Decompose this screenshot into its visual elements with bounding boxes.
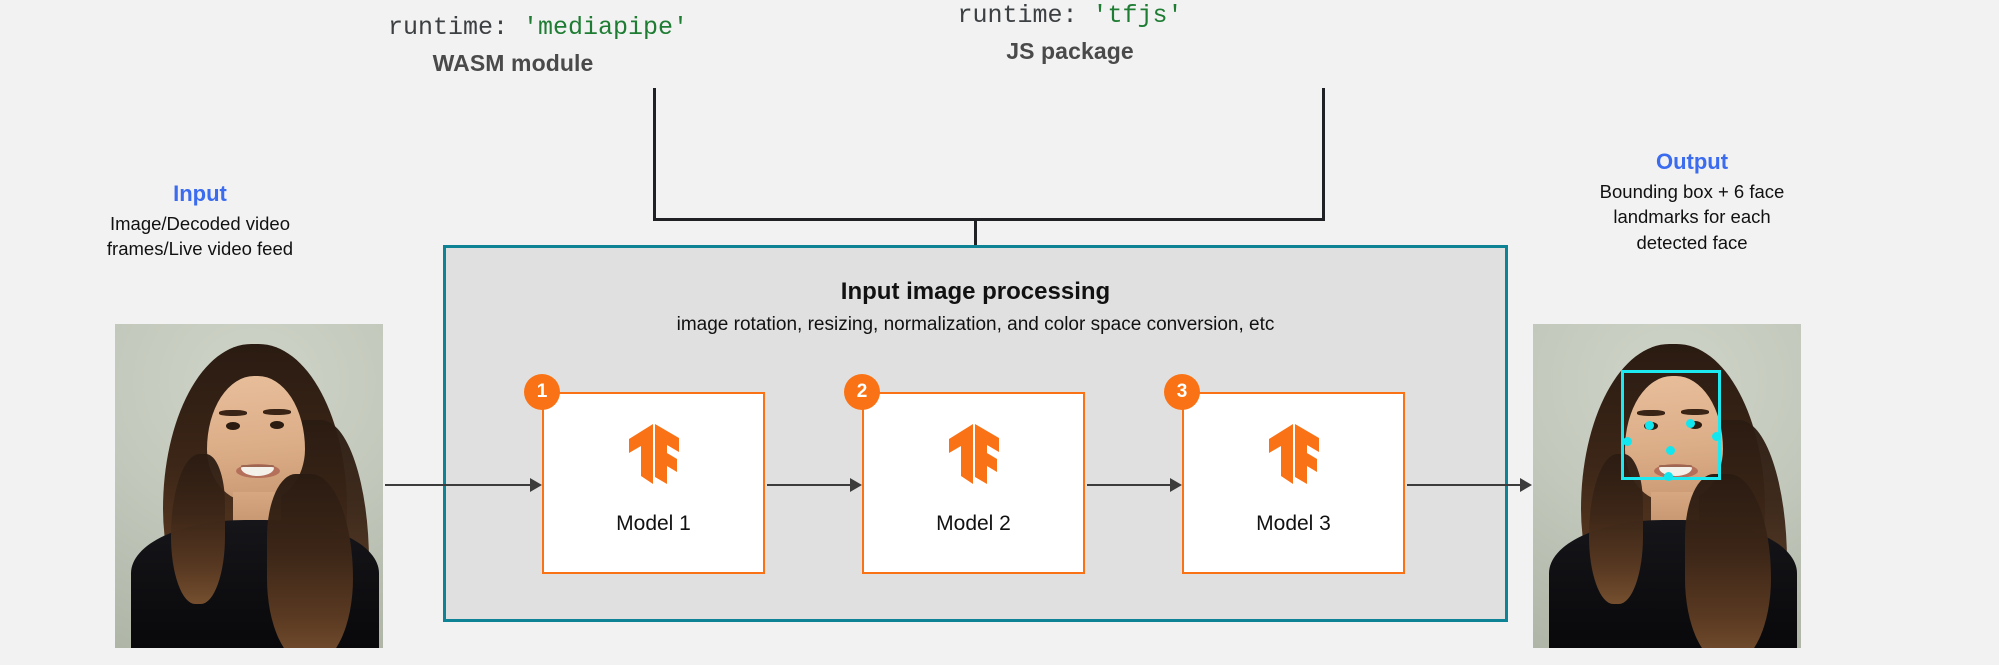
input-caption: Input Image/Decoded video frames/Live vi… xyxy=(85,180,315,262)
runtime-subtitle-wasm: WASM module xyxy=(432,49,594,76)
arrow-input-to-model1-line xyxy=(385,484,531,486)
runtime-code-mediapipe: runtime: 'mediapipe' xyxy=(388,13,688,42)
hair-front-left xyxy=(171,454,225,604)
input-photo xyxy=(115,324,383,648)
teeth xyxy=(1659,467,1692,476)
teeth xyxy=(241,467,274,476)
eyebrow-left xyxy=(219,410,247,416)
face-bounding-box xyxy=(1621,370,1721,480)
bracket-left-stem xyxy=(653,88,656,220)
arrow-model2-to-model3-head xyxy=(1170,478,1182,492)
model-badge-1: 1 xyxy=(524,374,560,410)
output-description-line-1: Bounding box + 6 face xyxy=(1599,180,1785,202)
bracket-horizontal xyxy=(653,218,1325,221)
eyebrow-right xyxy=(1681,409,1709,415)
arrow-model1-to-model2-head xyxy=(850,478,862,492)
input-title: Input xyxy=(173,181,227,206)
model-label-3: Model 3 xyxy=(1256,512,1331,535)
landmark-eye-right xyxy=(1686,419,1695,428)
output-caption: Output Bounding box + 6 face landmarks f… xyxy=(1552,148,1832,255)
eye-left xyxy=(226,422,240,430)
hair-front-right xyxy=(267,474,353,648)
model-card-2[interactable]: Model 2 xyxy=(862,392,1085,574)
output-photo xyxy=(1533,324,1801,648)
runtime-code-tfjs: runtime: 'tfjs' xyxy=(945,2,1195,30)
hair-front-right xyxy=(1685,474,1771,648)
model-label-1: Model 1 xyxy=(616,512,691,535)
runtime-subtitle-js-package: JS package xyxy=(1006,37,1134,64)
bracket-right-stem xyxy=(1322,88,1325,220)
eye-right xyxy=(270,421,284,429)
landmark-mouth xyxy=(1664,472,1673,481)
model-label-2: Model 2 xyxy=(936,512,1011,535)
arrow-model1-to-model2-line xyxy=(767,484,851,486)
arrow-model2-to-model3-line xyxy=(1087,484,1171,486)
landmark-ear-left xyxy=(1623,437,1632,446)
processing-subtitle: image rotation, resizing, normalization,… xyxy=(676,314,1275,335)
output-title: Output xyxy=(1655,149,1729,174)
tensorflow-logo-icon xyxy=(945,422,1003,491)
runtime-code-value: 'mediapipe' xyxy=(523,13,689,42)
landmark-eye-left xyxy=(1645,421,1654,430)
landmark-nose xyxy=(1666,446,1675,455)
eyebrow-left xyxy=(1637,410,1665,416)
landmark-ear-right xyxy=(1712,432,1721,441)
runtime-code-prefix: runtime: xyxy=(957,1,1093,30)
runtime-code-prefix: runtime: xyxy=(388,13,524,42)
arrow-model3-to-output-head xyxy=(1520,478,1532,492)
tensorflow-logo-icon xyxy=(1265,422,1323,491)
runtime-code-value: 'tfjs' xyxy=(1092,1,1183,30)
output-description-line-3: detected face xyxy=(1636,231,1748,253)
arrow-model3-to-output-line xyxy=(1407,484,1521,486)
model-badge-2: 2 xyxy=(844,374,880,410)
runtime-annotation-mediapipe: runtime: 'mediapipe' WASM module xyxy=(388,13,688,77)
eyebrow-right xyxy=(263,409,291,415)
arrow-input-to-model1-head xyxy=(530,478,542,492)
tensorflow-logo-icon xyxy=(625,422,683,491)
model-badge-3: 3 xyxy=(1164,374,1200,410)
input-description-line-1: Image/Decoded video xyxy=(110,212,290,234)
output-description-line-2: landmarks for each xyxy=(1613,206,1771,228)
processing-title: Input image processing xyxy=(840,278,1111,305)
eye-right xyxy=(1688,421,1702,429)
model-card-1[interactable]: Model 1 xyxy=(542,392,765,574)
input-description-line-2: frames/Live video feed xyxy=(106,238,294,260)
runtime-annotation-tfjs: runtime: 'tfjs' JS package xyxy=(945,2,1195,65)
model-card-3[interactable]: Model 3 xyxy=(1182,392,1405,574)
